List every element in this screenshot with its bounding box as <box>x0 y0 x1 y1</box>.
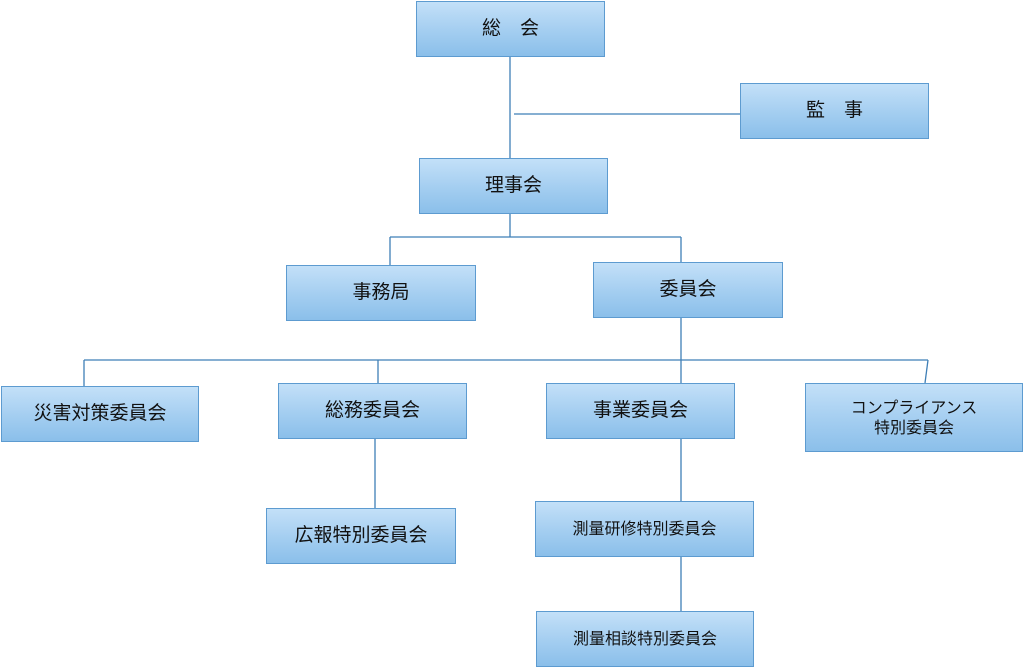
line-to-compliance <box>924 359 929 384</box>
disaster-committee-box: 災害対策委員会 <box>1 386 199 442</box>
auditor-box: 監 事 <box>740 83 929 139</box>
committee-box: 委員会 <box>593 262 783 318</box>
business-committee-box: 事業委員会 <box>546 383 735 439</box>
secretariat-box: 事務局 <box>286 265 476 321</box>
board-box: 理事会 <box>419 158 608 214</box>
pr-committee-box: 広報特別委員会 <box>266 508 456 564</box>
compliance-committee-box: コンプライアンス 特別委員会 <box>805 383 1023 452</box>
survey-training-committee-box: 測量研修特別委員会 <box>535 501 754 557</box>
general-assembly-box: 総 会 <box>416 1 605 57</box>
survey-consult-committee-box: 測量相談特別委員会 <box>536 611 754 667</box>
general-affairs-committee-box: 総務委員会 <box>278 383 467 439</box>
